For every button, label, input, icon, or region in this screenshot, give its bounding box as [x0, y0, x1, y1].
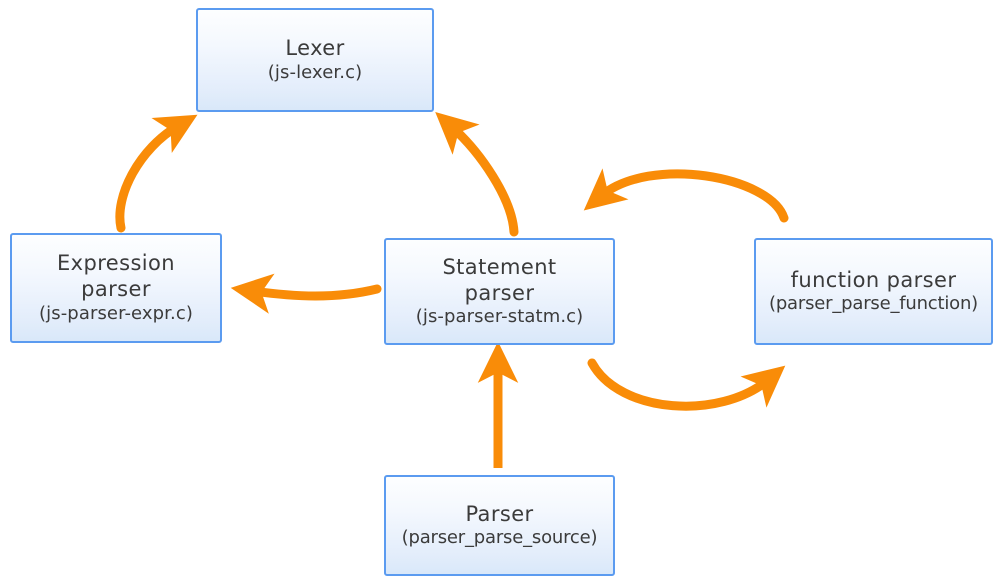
edge-statement-to-expression	[230, 273, 382, 314]
node-expression-parser-title-line1: Expression	[57, 251, 175, 276]
edge-function-to-statement	[583, 168, 789, 223]
node-function-parser[interactable]: function parser (parser_parse_function)	[754, 238, 993, 345]
edge-statement-to-lexer	[435, 112, 519, 237]
node-lexer-title: Lexer	[285, 36, 345, 61]
node-expression-parser-title-line2: parser	[81, 277, 151, 302]
node-expression-parser-subtitle: (js-parser-expr.c)	[39, 302, 193, 324]
node-statement-parser-title-line1: Statement	[442, 254, 557, 279]
edge-expression-to-lexer	[115, 114, 198, 233]
node-parser-subtitle: (parser_parse_source)	[401, 527, 598, 549]
node-parser-title: Parser	[465, 501, 534, 526]
node-statement-parser[interactable]: Statement parser (js-parser-statm.c)	[384, 238, 615, 345]
node-statement-parser-title-line2: parser	[464, 280, 535, 305]
node-statement-parser-subtitle: (js-parser-statm.c)	[415, 306, 584, 328]
node-lexer-subtitle: (js-lexer.c)	[267, 61, 363, 83]
edge-statement-to-function	[587, 358, 786, 411]
node-lexer[interactable]: Lexer (js-lexer.c)	[196, 8, 434, 112]
node-function-parser-title: function parser	[790, 267, 957, 292]
node-function-parser-subtitle: (parser_parse_function)	[769, 293, 978, 315]
node-expression-parser[interactable]: Expression parser (js-parser-expr.c)	[10, 233, 222, 343]
node-parser[interactable]: Parser (parser_parse_source)	[384, 475, 615, 576]
